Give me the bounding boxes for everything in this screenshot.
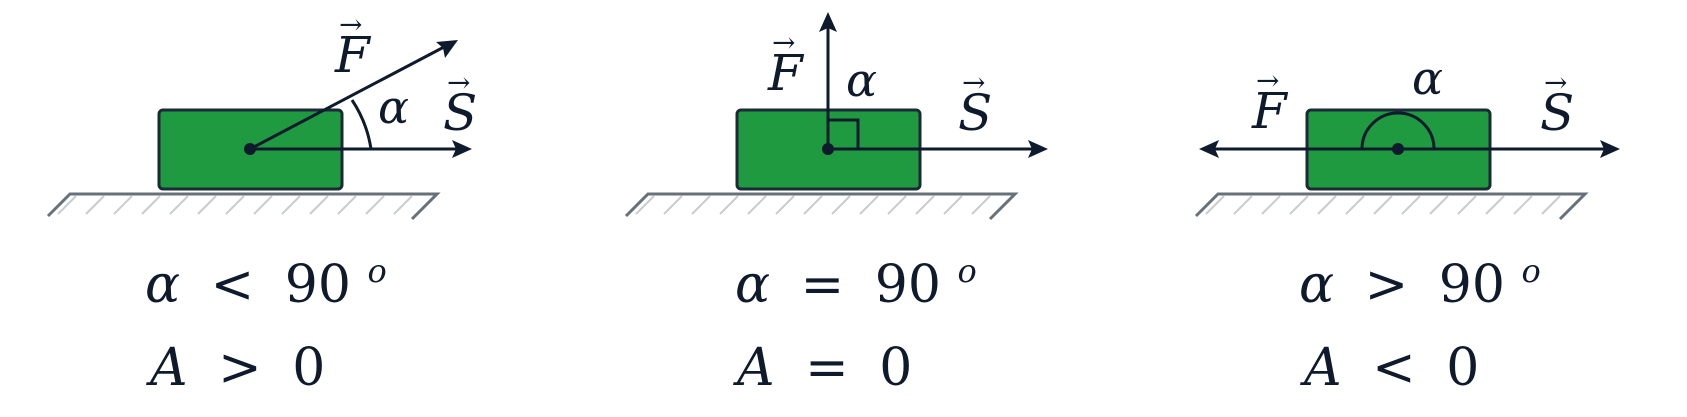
angle-label: α (1412, 51, 1443, 105)
angle-condition: α < 90 o (145, 252, 387, 315)
angle-arc (350, 99, 373, 150)
svg-text:→: → (962, 66, 985, 99)
ground-surface (1194, 192, 1589, 221)
angle-label: α (378, 80, 409, 134)
right-angle-mark (828, 118, 860, 149)
displacement-label: S → (1540, 66, 1574, 142)
application-point (244, 143, 256, 155)
ground-surface (624, 192, 1019, 221)
svg-text:S: S (443, 84, 477, 142)
svg-text:S: S (958, 84, 992, 142)
force-label: F → (1251, 64, 1289, 140)
application-point (1392, 143, 1404, 155)
work-condition: A > 0 (146, 338, 325, 398)
panel-right: F → α S → α = 90 o A = 0 (624, 12, 1048, 398)
displacement-vector (828, 140, 1048, 158)
force-label: F → (334, 8, 372, 84)
ground-surface (46, 192, 441, 221)
force-vector (1199, 140, 1398, 158)
angle-condition: α = 90 o (735, 252, 977, 315)
svg-text:F: F (334, 26, 372, 84)
panel-acute: F → α S → α < 90 o A > 0 (46, 8, 477, 398)
svg-text:→: → (447, 66, 470, 99)
svg-text:→: → (1544, 66, 1567, 99)
work-condition: A < 0 (1300, 338, 1479, 398)
displacement-vector (250, 140, 472, 158)
force-label: F → (767, 26, 805, 102)
displacement-label: S → (443, 66, 477, 142)
svg-text:S: S (1540, 84, 1574, 142)
panel-obtuse: F → α S → α > 90 o A < 0 (1194, 51, 1620, 398)
displacement-vector (1398, 140, 1620, 158)
svg-text:→: → (339, 8, 362, 41)
svg-text:→: → (772, 26, 795, 59)
force-vector (249, 40, 458, 151)
displacement-label: S → (958, 66, 992, 142)
svg-text:F: F (1251, 82, 1289, 140)
work-condition: A = 0 (733, 338, 912, 398)
svg-text:→: → (1256, 64, 1279, 97)
force-vector (819, 12, 837, 149)
angle-arc (1360, 111, 1436, 150)
angle-condition: α > 90 o (1299, 252, 1541, 315)
angle-label: α (846, 53, 877, 107)
svg-text:F: F (767, 44, 805, 102)
application-point (822, 143, 834, 155)
